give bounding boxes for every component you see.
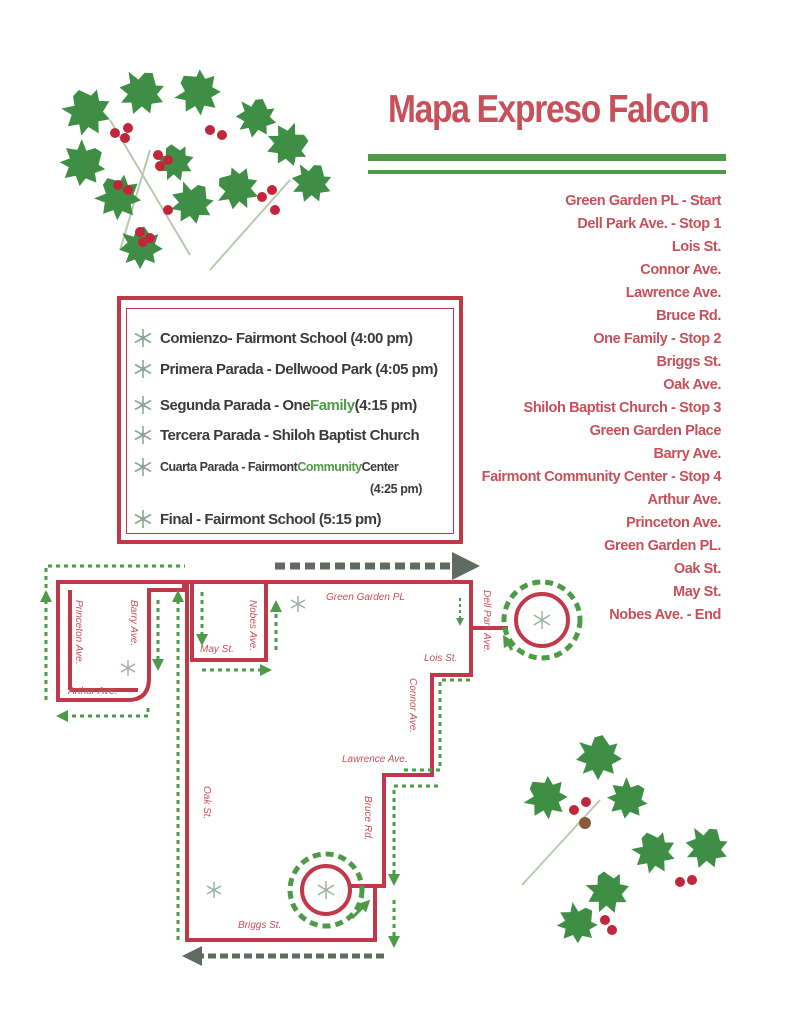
schedule-item-time: (4:15 pm) [354,396,418,414]
snowflake-icon [134,329,152,347]
street-label-briggs: Briggs St. [238,920,281,931]
snowflake-icon [134,426,152,444]
schedule-box-inner-border [126,308,454,534]
holly-icon [517,731,737,953]
route-stop-list: Green Garden PL - Start Dell Park Ave. -… [401,190,722,627]
schedule-item-highlight: Family [310,396,355,414]
street-label-may: May St. [200,644,234,655]
list-item: Bruce Rd. [656,308,721,324]
schedule-item-text: Tercera Parada - Shiloh Baptist Church [160,426,420,444]
street-label-princeton: Princeton Ave. [73,600,84,664]
list-item: Oak Ave. [663,377,721,393]
list-item: Barry Ave. [653,446,722,462]
list-item: Dell Park Ave. - Stop 1 [577,216,721,232]
street-label-nobes: Nobes Ave. [247,600,258,651]
schedule-item: Comienzo- Fairmont School (4:00 pm) [132,326,413,350]
street-label-dell-park: Dell Park Ave. [481,590,492,653]
schedule-item-text: Primera Parada - Dellwood Park (4:05 pm) [160,360,438,378]
route-arrow-green-top [40,564,185,602]
road-network [56,580,508,942]
road-main-block [185,580,473,942]
schedule-item-text: Segunda Parada - One [160,396,311,414]
street-label-bruce: Bruce Rd. [362,796,373,840]
schedule-item: Segunda Parada - One Family (4:15 pm) [132,393,417,417]
list-item: Lawrence Ave. [625,285,722,301]
schedule-item-text-end: Center [361,460,399,474]
list-item: Oak St. [673,561,722,577]
list-item: Connor Ave. [640,262,721,278]
schedule-item-text: Comienzo- Fairmont School (4:00 pm) [160,329,413,347]
roundabout-icon [287,851,365,929]
snowflake-icon [134,396,152,414]
street-label-lawrence: Lawrence Ave. [342,754,408,765]
road-may-nobes-block [190,582,268,662]
snowflake-icon [134,510,152,528]
title-rule-thick [368,154,726,161]
schedule-box-border [117,296,463,544]
list-item: Princeton Ave. [626,515,721,531]
list-item: Arthur Ave. [647,492,722,508]
route-arrow-green-stop2 [350,899,371,920]
schedule-item: Cuarta Parada - Fairmont Community Cente… [132,455,399,479]
street-label-green-garden: Green Garden PL [326,592,405,603]
list-item: Green Garden PL. [604,538,721,554]
list-item: Shiloh Baptist Church - Stop 3 [523,400,722,416]
schedule-item-text: Cuarta Parada - Fairmont [160,460,298,474]
list-item: Green Garden PL - Start [565,193,721,209]
route-arrow-green-stop1 [502,634,515,651]
list-item: Briggs St. [656,354,722,370]
list-item: Green Garden Place [589,423,722,439]
roundabout-icon [501,579,583,661]
list-item: Fairmont Community Center - Stop 4 [481,469,722,485]
route-arrow-green-lawrence [388,784,438,886]
schedule-item: Final - Fairmont School (5:15 pm) [132,507,382,531]
route-arrow-green-lois [400,678,470,772]
street-label-barry: Barry Ave. [128,600,139,646]
snowflake-icon [134,458,152,476]
street-label-oak: Oak St. [201,786,212,819]
list-item: May St. [673,584,721,600]
schedule-item: Primera Parada - Dellwood Park (4:05 pm) [132,357,438,381]
street-label-lois: Lois St. [424,653,457,664]
holly-icon [52,60,340,273]
schedule-item: Tercera Parada - Shiloh Baptist Church [132,423,420,447]
street-label-connor: Connor Ave. [407,678,418,733]
schedule-item-highlight: Community [297,460,362,474]
schedule-item-time: (4:25 pm) [370,482,422,496]
snowflake-icon [134,360,152,378]
list-item: One Family - Stop 2 [593,331,721,347]
title-rule-thin [368,170,726,174]
schedule-item-text: Final - Fairmont School (5:15 pm) [160,510,382,528]
route-arrow-green-arthur [56,708,150,722]
snowflake-icon [120,596,306,898]
page-title: Mapa Expreso Falcon [388,88,710,131]
street-label-arthur: Arthur Ave. [67,686,117,697]
list-item: Nobes Ave. - End [609,607,721,623]
road-west-block [56,580,186,702]
list-item: Lois St. [671,239,722,255]
